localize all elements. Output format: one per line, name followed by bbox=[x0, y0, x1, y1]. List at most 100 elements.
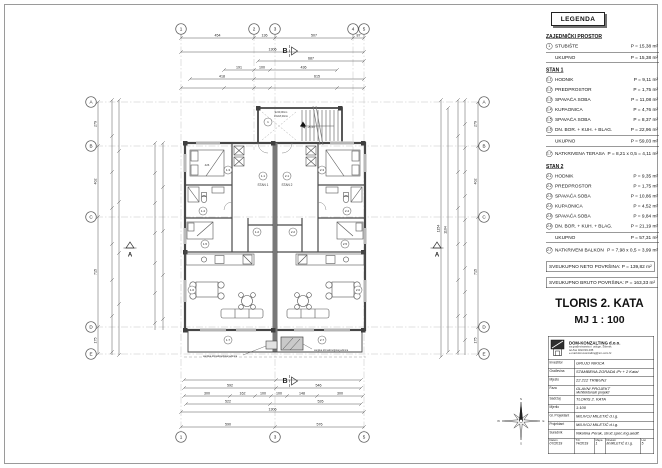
legend-room-area: P = 10,86 m² bbox=[630, 193, 658, 199]
unit-2 bbox=[277, 141, 367, 332]
grid-bubble-label: E bbox=[482, 352, 485, 357]
legend-total-value: P = 59,03 m² bbox=[630, 138, 658, 144]
titleblock-footer-cell: T.D.74/2019 bbox=[575, 438, 595, 454]
legend-room-area: P = 9,84 m² bbox=[633, 213, 658, 219]
company-name: DOM-KONZALTING d.o.o. bbox=[569, 340, 621, 346]
legend-room-area: P = 4,52 m² bbox=[633, 203, 658, 209]
legend-room-label: HODNIK bbox=[555, 173, 574, 179]
legend-room-area: P = 1,75 m² bbox=[633, 183, 658, 189]
dimension-label: 715 bbox=[94, 269, 98, 275]
room-number-badge: 2.7 bbox=[546, 246, 553, 254]
section-marker-label: B bbox=[282, 48, 287, 55]
dimension-label: 175 bbox=[94, 338, 98, 344]
room-number-badge: 1.3 bbox=[546, 96, 553, 103]
section-marker-label: B bbox=[282, 378, 287, 385]
titleblock-footer-label: List bbox=[641, 439, 646, 442]
grid-bubble-label: 3 bbox=[274, 27, 277, 32]
titleblock-footer-label: Direktor bbox=[606, 439, 617, 442]
room-number-badge: 1.7 bbox=[546, 150, 553, 157]
titleblock-field-value: STAMBENA ZGRADA /Pr + 2 Kata/ bbox=[576, 369, 639, 375]
dimension-label: 418 bbox=[219, 75, 225, 79]
dimension-label: 191 bbox=[236, 66, 242, 70]
room-number: 1.2 bbox=[255, 230, 260, 234]
legend-room-area: P = 8,37 m² bbox=[633, 116, 658, 123]
grid-bubble-label: D bbox=[89, 325, 93, 330]
legend-room-label: DN. BOR. + KUH. + BLAG. bbox=[555, 126, 613, 133]
room-number-badge: 2.2 bbox=[546, 182, 553, 190]
grid-bubble-label: E bbox=[89, 352, 92, 357]
grid-lines bbox=[96, 34, 482, 432]
compass-east-label: E bbox=[542, 419, 544, 423]
dimension-label: 87 bbox=[357, 34, 361, 38]
grid-bubble-label: 3 bbox=[274, 435, 277, 440]
dimension-label: 100 bbox=[259, 66, 265, 70]
titleblock-field-label: Projektant bbox=[549, 421, 575, 430]
legend-room-label: NATKRIVENA TERASA bbox=[555, 150, 605, 157]
room-number-badge: 1.1 bbox=[546, 76, 553, 83]
titleblock-footer-label: Mapa bbox=[595, 439, 603, 442]
room-number-badge: 1.4 bbox=[546, 106, 553, 113]
sheet-scale: MJ 1 : 100 bbox=[574, 314, 625, 326]
legend-room-area: P = 8,21 x 0,5 = 4,11 m² bbox=[607, 150, 658, 157]
titleblock-footer-value: M.MILETIĆ d.i.g. bbox=[606, 442, 633, 446]
legend-room-label: NATKRIVENI BALKON bbox=[555, 247, 604, 253]
room-number: 2.5 bbox=[343, 242, 348, 246]
dimension-label: 1306 bbox=[269, 48, 277, 52]
dimension-label: 100 bbox=[276, 392, 282, 396]
titleblock-field-value: Nikolina Perak, struč.spec.ing.aedif. bbox=[576, 431, 640, 436]
stairwell bbox=[261, 105, 339, 146]
titleblock-field-value: GRUJO NIKICA bbox=[576, 361, 605, 366]
dimension-label: 402 bbox=[474, 179, 478, 185]
legend-section-heading: ZAJEDNIČKI PROSTOR bbox=[546, 34, 603, 40]
legend-room-label: SPAVAĆA SOBA bbox=[555, 193, 591, 199]
plan-annotation: 426 bbox=[205, 163, 210, 167]
room-number: 2.2 bbox=[291, 230, 296, 234]
unit-1 bbox=[183, 141, 273, 332]
titleblock-wrap: DOM-KONZALTING d.o.o. za građevinarstvo … bbox=[548, 336, 654, 454]
legend-room-label: PREDPROSTOR bbox=[555, 86, 592, 93]
legend-room-area: P = 4,76 m² bbox=[633, 106, 658, 113]
room-number: 2.3 bbox=[320, 168, 325, 172]
legend-total-value: P = 57,31 m² bbox=[630, 234, 658, 241]
legend-room-area: P = 1,75 m² bbox=[633, 86, 658, 93]
grid-bubble-label: C bbox=[89, 215, 93, 220]
legend-room-label: DN. BOR. + KUH. + BLAG. bbox=[555, 223, 613, 229]
plan-annotation: 16x18,00cm bbox=[274, 114, 288, 118]
room-number: 1.6 bbox=[190, 288, 195, 292]
legend-summary-box: SVEUKUPNO NETO POVRŠINA: P = 139,82 m² bbox=[546, 261, 655, 272]
room-number: 2.1 bbox=[285, 174, 290, 178]
dimension-label: 507 bbox=[311, 34, 317, 38]
company-info: DOM-KONZALTING d.o.o. za građevinarstvo … bbox=[569, 341, 620, 356]
legend-room-label: PREDPROSTOR bbox=[555, 183, 592, 189]
room-number-badge: 2.4 bbox=[546, 202, 553, 210]
dimension-label: 576 bbox=[317, 423, 323, 427]
titleblock-field-label: Mjesto bbox=[549, 377, 575, 385]
plan-annotation: +5,63 bbox=[307, 125, 315, 129]
room-number: 2.6 bbox=[356, 288, 361, 292]
dimension-label: 526 bbox=[318, 400, 324, 404]
dimension-label: 687 bbox=[308, 57, 314, 61]
titleblock-field-value2: /Arhitektonski projekt/ bbox=[576, 391, 610, 395]
dimension-label: 175 bbox=[474, 338, 478, 344]
dimension-label: 1104 bbox=[444, 226, 448, 234]
room-number-badge: 1 bbox=[546, 42, 553, 50]
